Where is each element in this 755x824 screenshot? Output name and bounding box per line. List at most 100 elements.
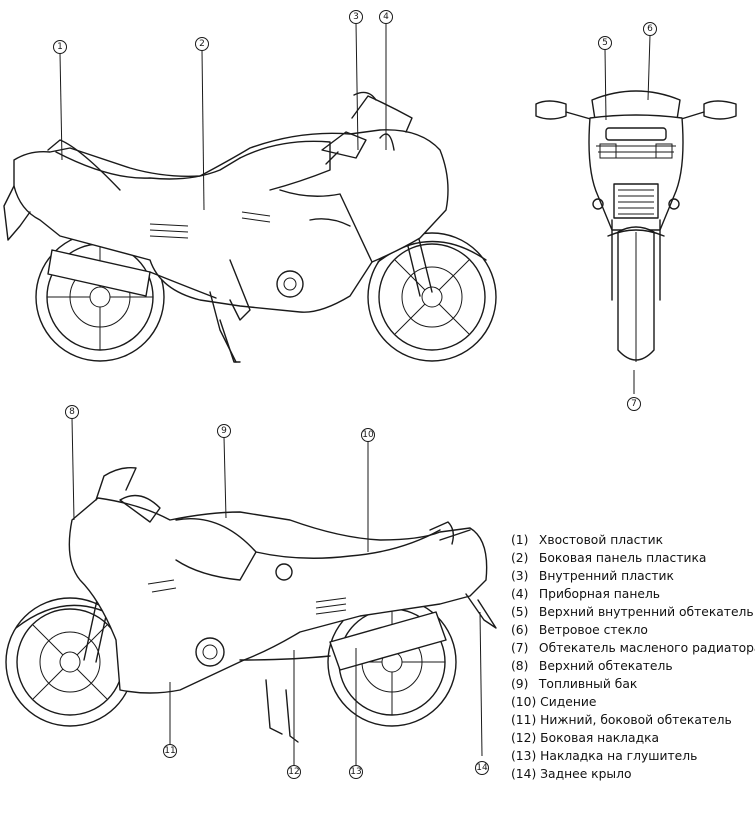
callout-1: 1 xyxy=(53,40,67,54)
seat-right xyxy=(255,529,441,559)
legend-label: Верхний внутренний обтекатель xyxy=(538,605,754,619)
rear-fender xyxy=(465,593,497,629)
callout-1-label: 1 xyxy=(57,42,63,52)
callout-3-label: 3 xyxy=(353,12,359,22)
muffler-right xyxy=(329,611,447,671)
callout-5-label: 5 xyxy=(602,38,608,48)
parts-legend: (1) Хвостовой пластик (2) Боковая панель… xyxy=(511,531,755,783)
callout-8: 8 xyxy=(65,405,79,419)
legend-number: (13) xyxy=(511,749,537,763)
callout-14-label: 14 xyxy=(476,763,488,773)
callout-6-label: 6 xyxy=(647,24,653,34)
legend-number: (10) xyxy=(511,695,537,709)
legend-number: (7) xyxy=(511,641,529,655)
legend-number: (3) xyxy=(511,569,529,583)
fuel-tank xyxy=(239,140,331,191)
engine-cover-right xyxy=(195,637,225,667)
legend-item: (7) Обтекатель масленого радиатора xyxy=(511,639,755,657)
legend-item: (11) Нижний, боковой обтекатель xyxy=(511,711,755,729)
legend-label: Заднее крыло xyxy=(540,767,632,781)
legend-item: (10) Сидение xyxy=(511,693,755,711)
legend-label: Приборная панель xyxy=(538,587,661,601)
legend-label: Сидение xyxy=(540,695,597,709)
headlight xyxy=(605,127,667,141)
callout-2: 2 xyxy=(195,37,209,51)
motorcycle-front-view xyxy=(535,90,737,362)
legend-item: (2) Боковая панель пластика xyxy=(511,549,755,567)
front-fork xyxy=(611,219,661,301)
right-mirror xyxy=(703,100,737,120)
legend-number: (8) xyxy=(511,659,529,673)
legend-number: (1) xyxy=(511,533,529,547)
leader-lines xyxy=(59,22,651,765)
legend-number: (9) xyxy=(511,677,529,691)
callout-4-label: 4 xyxy=(383,12,389,22)
legend-number: (6) xyxy=(511,623,529,637)
legend-item: (9) Топливный бак xyxy=(511,675,755,693)
legend-item: (14) Заднее крыло xyxy=(511,765,755,783)
turn-signal xyxy=(592,198,604,210)
legend-item: (1) Хвостовой пластик xyxy=(511,531,755,549)
legend-item: (4) Приборная панель xyxy=(511,585,755,603)
legend-item: (12) Боковая накладка xyxy=(511,729,755,747)
left-mirror xyxy=(535,100,567,120)
callout-3: 3 xyxy=(349,10,363,24)
callout-11: 11 xyxy=(163,744,177,758)
callout-6: 6 xyxy=(643,22,657,36)
callout-12: 12 xyxy=(287,765,301,779)
legend-label: Ветровое стекло xyxy=(538,623,648,637)
legend-label: Внутренний пластик xyxy=(538,569,674,583)
callout-12-label: 12 xyxy=(288,767,299,777)
callout-7-label: 7 xyxy=(631,399,637,409)
legend-item: (5) Верхний внутренний обтекатель xyxy=(511,603,755,621)
legend-number: (5) xyxy=(511,605,529,619)
legend-number: (4) xyxy=(511,587,529,601)
legend-number: (12) xyxy=(511,731,537,745)
legend-item: (3) Внутренний пластик xyxy=(511,567,755,585)
front-wheel xyxy=(367,232,497,362)
engine-cover xyxy=(276,270,304,298)
legend-label: Боковая панель пластика xyxy=(538,551,707,565)
side-vents xyxy=(149,211,271,239)
oil-radiator xyxy=(613,183,659,219)
body-fairing-right xyxy=(68,497,488,694)
legend-item: (6) Ветровое стекло xyxy=(511,621,755,639)
callout-7: 7 xyxy=(627,397,641,411)
handlebar xyxy=(321,131,367,165)
callout-13-label: 13 xyxy=(350,767,361,777)
mirror xyxy=(353,91,395,151)
legend-label: Хвостовой пластик xyxy=(538,533,664,547)
motorcycle-left-side-view xyxy=(3,91,497,363)
fuel-tank-right xyxy=(175,518,257,581)
windscreen xyxy=(351,95,413,133)
callout-4: 4 xyxy=(379,10,393,24)
callout-5: 5 xyxy=(598,36,612,50)
motorcycle-right-side-view xyxy=(5,466,497,743)
front-fender xyxy=(607,229,665,237)
muffler xyxy=(47,249,151,297)
legend-item: (13) Накладка на глушитель xyxy=(511,747,755,765)
legend-label: Накладка на глушитель xyxy=(540,749,698,763)
legend-label: Топливный бак xyxy=(538,677,638,691)
lower-fairing xyxy=(279,189,373,263)
callout-10: 10 xyxy=(361,428,375,442)
callout-14: 14 xyxy=(475,761,489,775)
callout-8-label: 8 xyxy=(69,407,75,417)
callout-13: 13 xyxy=(349,765,363,779)
legend-item: (8) Верхний обтекатель xyxy=(511,657,755,675)
seat xyxy=(55,151,241,180)
legend-label: Боковая накладка xyxy=(540,731,660,745)
legend-number: (14) xyxy=(511,767,537,781)
legend-label: Нижний, боковой обтекатель xyxy=(540,713,732,727)
callout-11-label: 11 xyxy=(164,746,175,756)
callout-10-label: 10 xyxy=(362,430,374,440)
body-fairing xyxy=(13,129,449,313)
callout-9: 9 xyxy=(217,424,231,438)
grab-rail xyxy=(47,139,121,191)
callout-9-label: 9 xyxy=(221,426,227,436)
legend-number: (2) xyxy=(511,551,529,565)
callout-2-label: 2 xyxy=(199,39,205,49)
kickstand xyxy=(219,319,241,363)
tail-section xyxy=(3,185,31,241)
